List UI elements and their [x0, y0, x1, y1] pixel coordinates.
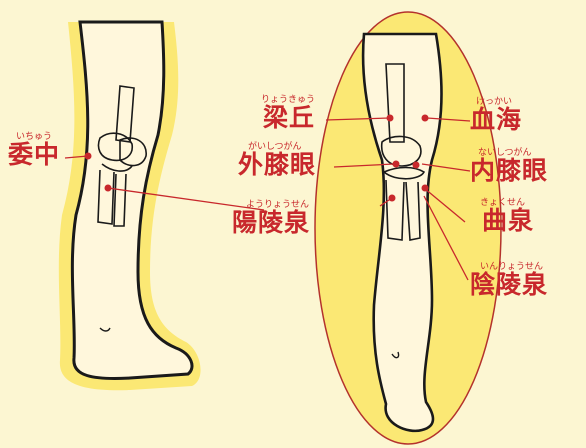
point-dot-iichu [85, 153, 92, 160]
point-label-inryousen: いんりょうせん 陰陵泉 [470, 262, 548, 298]
point-name: 曲泉 [482, 208, 534, 234]
point-label-iichu: いちゅう 委中 [8, 132, 60, 168]
point-name: 外膝眼 [238, 152, 316, 178]
point-name: 血海 [470, 107, 522, 133]
point-label-youryousen: ようりょうせん 陽陵泉 [232, 200, 310, 236]
point-dot-ryoukyuu [387, 115, 394, 122]
point-label-naishitsugan: ないしつがん 内膝眼 [470, 148, 548, 184]
point-dot-kekkai [422, 115, 429, 122]
point-dot-naishitsugan [413, 162, 420, 169]
point-name: 陰陵泉 [470, 272, 548, 298]
point-name: 梁丘 [263, 105, 315, 131]
point-label-kekkai: けっかい 血海 [470, 97, 522, 133]
point-dot-gaishitsugan [393, 161, 400, 168]
point-name: 内膝眼 [470, 158, 548, 184]
point-label-kyokusen: きょくせん 曲泉 [466, 198, 534, 234]
point-dot-youryousen [105, 185, 112, 192]
point-label-ryoukyuu: りょうきゅう 梁丘 [263, 95, 315, 131]
point-dot-kyokusen [422, 185, 429, 192]
point-name: 陽陵泉 [232, 210, 310, 236]
point-label-gaishitsugan: がいしつがん 外膝眼 [238, 142, 316, 178]
point-dot-inryousen [389, 195, 396, 202]
point-name: 委中 [8, 142, 60, 168]
